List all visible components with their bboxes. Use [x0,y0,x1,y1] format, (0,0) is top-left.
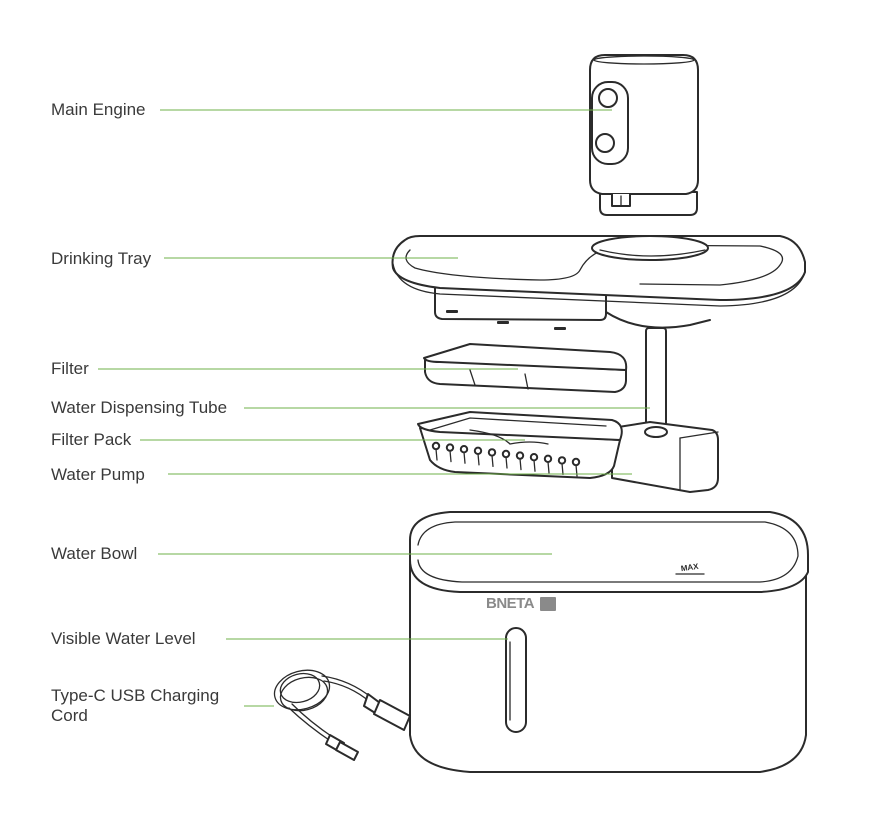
filter-pack-slot-line [519,457,522,471]
filter-pack-slot [431,441,441,451]
water-pump-drawing [611,421,719,493]
filter-pack-slot [543,454,553,463]
filter-pack-slot [529,453,539,462]
filter-pack-slot [459,445,469,454]
filter-pack-slot-line [561,462,564,476]
filter-pack-slot-line [435,448,438,461]
label-filter-pack: Filter Pack [51,430,132,449]
filter-pack-slot-line [477,453,480,466]
filter-pack-slot-line [463,451,466,464]
label-usb-cord: Type-C USB Charging Cord [51,686,220,725]
label-drinking-tray: Drinking Tray [51,249,152,268]
filter-pack-slot [571,457,581,467]
max-mark: MAX [680,562,700,573]
filter-pack-slot-line [533,459,536,472]
filter-pack-slot [445,443,455,452]
label-water-dispensing-tube: Water Dispensing Tube [51,398,228,417]
filter-pack-slot [515,451,525,460]
label-filter: Filter [51,359,89,378]
label-main-engine: Main Engine [51,100,146,119]
brand-logo: BNETA [486,595,535,612]
label-water-pump: Water Pump [51,465,145,484]
filter-pack-slot-line [505,456,508,469]
label-visible-water-level: Visible Water Level [51,629,196,648]
filter-pack-drawing [417,411,623,479]
filter-pack-slot-line [547,461,550,474]
leader-lines [98,109,650,707]
label-water-bowl: Water Bowl [51,544,138,563]
filter-pack-slot [473,446,483,455]
filter-pack-slot-line [449,449,452,463]
main-engine-drawing [589,54,699,216]
usb-cord-drawing [273,669,411,761]
filter-pack-slot [487,448,497,457]
drinking-tray-drawing [391,235,806,330]
filter-pack-slot [557,456,567,465]
water-bowl-drawing [409,511,809,773]
filter-pack-slot-line [491,454,494,468]
filter-drawing [423,343,628,393]
filter-pack-slot [501,449,511,459]
